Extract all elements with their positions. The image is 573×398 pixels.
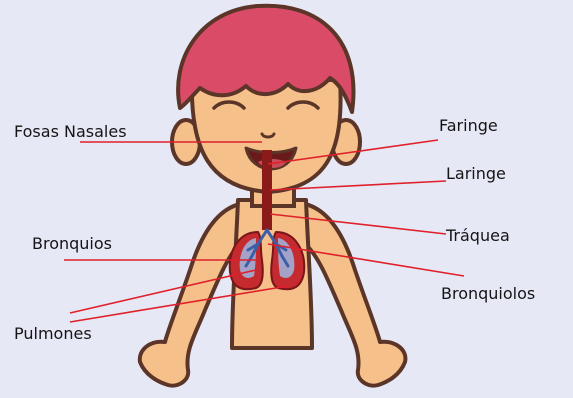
label-bronquiolos: Bronquiolos: [441, 286, 535, 302]
right-arm: [305, 204, 405, 386]
label-pulmones: Pulmones: [14, 326, 92, 342]
label-traquea: Tráquea: [446, 228, 510, 244]
label-fosas-nasales: Fosas Nasales: [14, 124, 127, 140]
label-laringe: Laringe: [446, 166, 506, 182]
label-bronquios: Bronquios: [32, 236, 112, 252]
left-arm: [140, 204, 240, 386]
label-faringe: Faringe: [439, 118, 498, 134]
